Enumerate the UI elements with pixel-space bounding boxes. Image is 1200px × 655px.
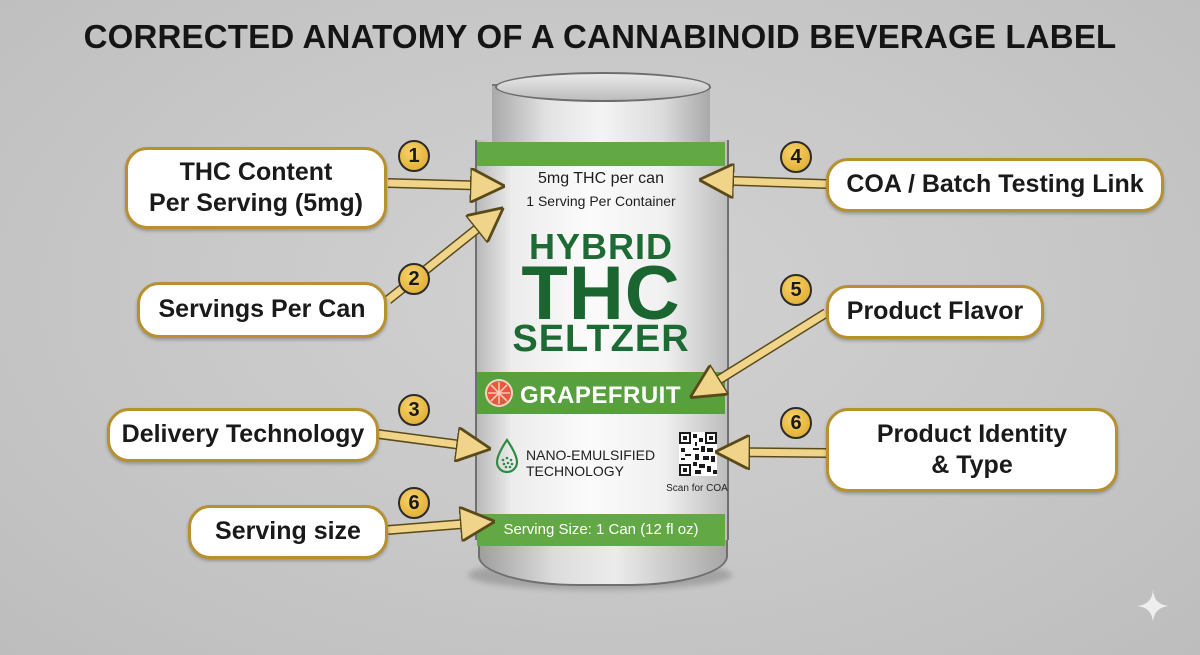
callout-product-flavor-label: Product Flavor: [846, 297, 1024, 326]
badge-2: 2: [398, 263, 430, 295]
callout-product-flavor: Product Flavor: [826, 285, 1044, 339]
callout-product-identity-line2: & Type: [931, 451, 1013, 479]
product-name-thc: THC: [521, 251, 681, 336]
strain-type-text: HYBRID: [528, 226, 673, 267]
sparkle-icon: [1137, 590, 1169, 622]
scan-for-coa-text: Scan for COA: [666, 483, 728, 494]
nano-droplet-icon: [495, 438, 519, 474]
technology-line-2: TECHNOLOGY: [526, 463, 625, 479]
callout-thc-content-line2: Per Serving (5mg): [149, 189, 363, 217]
badge-1: 1: [398, 140, 430, 172]
serving-size-text: Serving Size: 1 Can (12 fl oz): [503, 521, 699, 538]
can-lid: [495, 72, 711, 102]
technology-line-1: NANO-EMULSIFIED: [526, 447, 656, 463]
badge-6-right: 6: [780, 407, 812, 439]
qr-code-icon[interactable]: [679, 432, 717, 476]
badge-3: 3: [398, 394, 430, 426]
callout-coa-link: COA / Batch Testing Link: [826, 158, 1164, 212]
callout-thc-content: THC Content Per Serving (5mg): [125, 147, 387, 229]
callout-servings-per-can: Servings Per Can: [137, 282, 387, 338]
callout-delivery-technology: Delivery Technology: [107, 408, 379, 462]
callout-serving-size-label: Serving size: [215, 517, 361, 546]
flavor-name: GRAPEFRUIT: [520, 382, 681, 409]
callout-servings-per-can-label: Servings Per Can: [158, 295, 366, 324]
callout-product-identity-line1: Product Identity: [876, 419, 1068, 448]
product-type-text: SELTZER: [512, 318, 690, 360]
callout-delivery-technology-label: Delivery Technology: [121, 420, 365, 449]
grapefruit-icon: [485, 379, 513, 407]
label-top-band: [477, 142, 725, 166]
badge-4: 4: [780, 141, 812, 173]
callout-thc-content-line1: THC Content: [179, 157, 333, 186]
servings-per-container-text: 1 Serving Per Container: [526, 193, 676, 209]
serving-band: [477, 514, 725, 546]
badge-6-left: 6: [398, 487, 430, 519]
thc-per-can-text: 5mg THC per can: [538, 170, 664, 187]
callout-coa-link-label: COA / Batch Testing Link: [846, 170, 1144, 199]
badge-5: 5: [780, 274, 812, 306]
callout-serving-size: Serving size: [188, 505, 388, 559]
diagram-title: CORRECTED ANATOMY OF A CANNABINOID BEVER…: [83, 18, 1117, 55]
callout-product-identity: Product Identity & Type: [826, 408, 1118, 492]
flavor-band: [477, 372, 725, 414]
